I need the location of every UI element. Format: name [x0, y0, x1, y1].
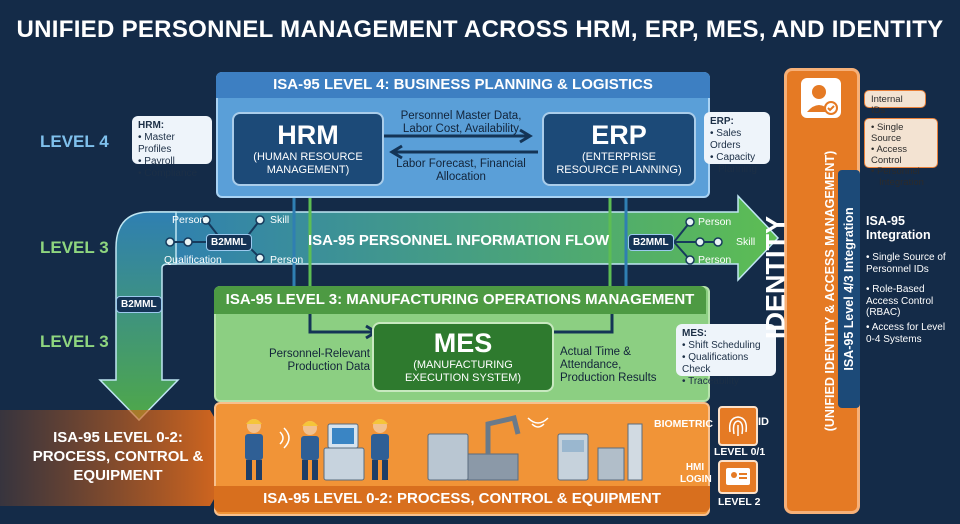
- worker-icon: [301, 421, 319, 480]
- erp-note-title: ERP:: [710, 116, 734, 127]
- identity-subtitle: (UNIFIED IDENTITY & ACCESS MANAGEMENT): [823, 150, 837, 432]
- identity-user-icon: [801, 78, 841, 118]
- fingerprint-icon[interactable]: [718, 406, 758, 446]
- identity-bullet: • Personnel: [871, 166, 920, 177]
- node-label-person: Person: [172, 214, 206, 226]
- b2mml-tag-right: B2MML: [628, 234, 674, 251]
- level-0-2-side-label: ISA-95 LEVEL 0-2: PROCESS, CONTROL & EQU…: [32, 429, 204, 484]
- downward-flow-arrow: [98, 211, 180, 422]
- erp-desc: (ENTERPRISE RESOURCE PLANNING): [556, 151, 682, 176]
- erp-note: ERP: • Sales Orders • Capacity Planning: [704, 112, 770, 175]
- mes-note-item: • Qualifications Check: [682, 352, 749, 375]
- hrm-note: HRM: • Master Profiles • Payroll • Compl…: [132, 116, 212, 179]
- node-label-person-right: Person: [698, 254, 732, 266]
- level-0-2-band: [0, 410, 238, 506]
- hrm-note-title: HRM:: [138, 120, 165, 131]
- node-label-person: Person: [270, 254, 304, 266]
- hmi-login-label: HMI LOGIN: [680, 462, 712, 485]
- id-label: ID: [758, 416, 769, 428]
- mes-left-text: Personnel-Relevant Production Data: [268, 348, 370, 373]
- erp-note-item: • Sales Orders: [710, 128, 742, 151]
- level-4-label: LEVEL 4: [40, 132, 109, 151]
- machine-icon: [427, 415, 521, 481]
- level-2-label: LEVEL 2: [718, 496, 761, 508]
- equipment-illustration: [245, 415, 643, 481]
- personnel-flow-arrow: [149, 194, 780, 282]
- identity-bullet: • Single Source: [871, 122, 904, 144]
- info-flow-label: ISA-95 PERSONNEL INFORMATION FLOW: [308, 232, 610, 249]
- right-node-graph: [673, 217, 723, 265]
- integration-band: [838, 170, 860, 408]
- b2mml-tag-left: B2MML: [206, 234, 252, 251]
- mes-note-title: MES:: [682, 328, 707, 339]
- level-0-1-label: LEVEL 0/1: [714, 446, 766, 458]
- mes-note: MES: • Shift Scheduling • Qualifications…: [676, 324, 776, 387]
- hrm-name: HRM: [277, 120, 339, 150]
- erp-name: ERP: [591, 120, 647, 150]
- worker-icon: [371, 419, 389, 480]
- hmi-login-icon[interactable]: [718, 460, 758, 494]
- biometric-label: BIOMETRIC: [654, 418, 713, 430]
- mes-desc: (MANUFACTURING EXECUTION SYSTEM): [404, 359, 522, 384]
- level-3-header: ISA-95 LEVEL 3: MANUFACTURING OPERATIONS…: [214, 286, 706, 314]
- hrm-note-item: • Compliance: [138, 168, 198, 179]
- page-title: UNIFIED PERSONNEL MANAGEMENT ACROSS HRM,…: [16, 16, 944, 43]
- identity-title: IDENTITY: [760, 216, 791, 340]
- internal-ids-note: Internal IDs: [864, 90, 926, 116]
- isa-integration-item: • Access for Level 0-4 Systems: [866, 322, 946, 345]
- node-label-person-right: Person: [698, 216, 732, 228]
- level-3-label-mom: LEVEL 3: [40, 332, 109, 351]
- erp-box[interactable]: ERP (ENTERPRISE RESOURCE PLANNING): [542, 112, 696, 186]
- l4-flow-arrows: [384, 128, 538, 160]
- hrm-note-item: • Payroll: [138, 156, 175, 167]
- level-3-label-flow: LEVEL 3: [40, 238, 109, 257]
- flow-bottom-text: Labor Forecast, Financial Allocation: [396, 158, 526, 183]
- node-label-skill-right: Skill: [736, 236, 756, 248]
- worker-icon: [245, 419, 263, 480]
- hrm-desc: (HUMAN RESOURCE MANAGEMENT): [253, 151, 363, 176]
- flow-top-text: Personnel Master Data, Labor Cost, Avail…: [400, 110, 522, 135]
- identity-bullet: Integration: [879, 177, 924, 188]
- erp-note-item: • Capacity: [710, 152, 756, 163]
- hrm-note-item: • Master Profiles: [138, 132, 175, 155]
- hrm-box[interactable]: HRM (HUMAN RESOURCE MANAGEMENT): [232, 112, 384, 186]
- mes-note-item: • Shift Scheduling: [682, 340, 761, 351]
- mes-box[interactable]: MES (MANUFACTURING EXECUTION SYSTEM): [372, 322, 554, 392]
- wireless-icon: [279, 417, 549, 449]
- isa-integration-heading: ISA-95 Integration: [866, 214, 931, 242]
- mes-name: MES: [433, 328, 493, 358]
- identity-bullet: • Access Control: [871, 144, 908, 166]
- isa-integration-item: • Role-Based Access Control (RBAC): [866, 284, 934, 318]
- identity-bullets-note: • Single Source • Access Control • Perso…: [864, 118, 938, 188]
- mes-note-item: • Traceability: [682, 376, 739, 387]
- equipment-cabinet-icon: [557, 423, 643, 481]
- level-0-2-footer: ISA-95 LEVEL 0-2: PROCESS, CONTROL & EQU…: [214, 486, 710, 512]
- left-node-graph: [165, 215, 265, 263]
- b2mml-tag-down: B2MML: [116, 296, 162, 313]
- erp-note-item: Planning: [718, 164, 757, 175]
- node-label-skill: Skill: [270, 214, 290, 226]
- level-4-header: ISA-95 LEVEL 4: BUSINESS PLANNING & LOGI…: [216, 72, 710, 98]
- integration-band-label: ISA-95 Level 4/3 Integration: [842, 207, 856, 371]
- mes-right-text: Actual Time & Attendance, Production Res…: [560, 346, 657, 384]
- control-console-icon: [323, 423, 365, 481]
- isa-integration-item: • Single Source of Personnel IDs: [866, 252, 946, 275]
- node-label-qualification: Qualification: [164, 254, 222, 266]
